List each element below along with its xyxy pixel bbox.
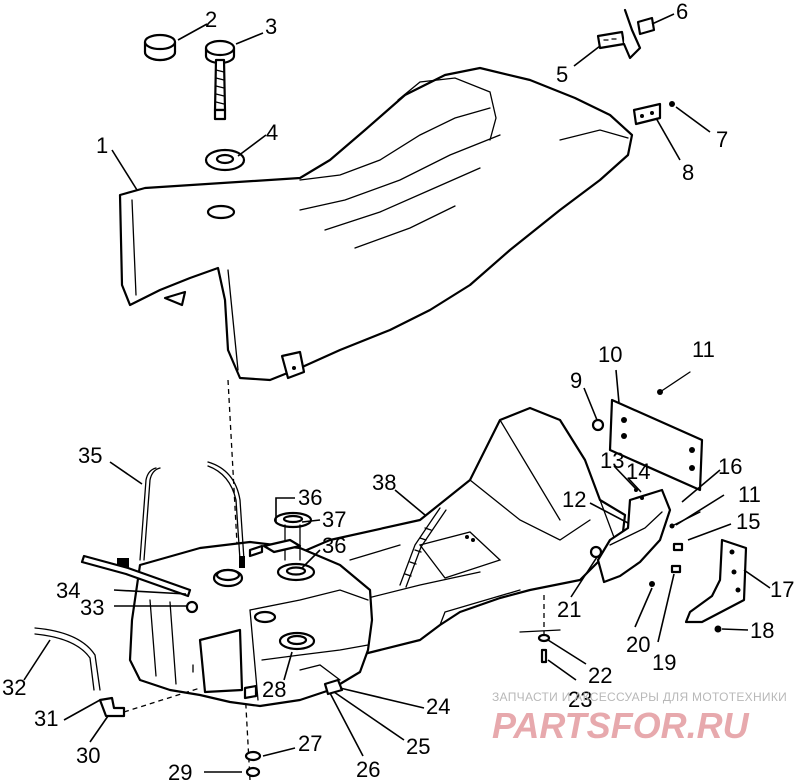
callout-24: 24 — [426, 694, 450, 719]
mounting-plate-10 — [608, 398, 704, 492]
pump-fuel-line — [34, 627, 201, 718]
callout-2: 2 — [205, 7, 217, 32]
callout-8: 8 — [682, 160, 694, 185]
nut-9 — [591, 418, 605, 432]
fuel-tank — [128, 511, 374, 708]
callout-11-lower: 11 — [738, 482, 761, 507]
watermark: ЗАПЧАСТИ И АКСЕССУАРЫ ДЛЯ МОТОТЕХНИКИ PA… — [492, 690, 787, 746]
callout-18: 18 — [750, 618, 774, 643]
watermark-logo: PARTSFOR.RU — [492, 705, 750, 746]
screw-7 — [669, 101, 675, 107]
callout-37: 37 — [322, 507, 346, 532]
fuel-cap — [143, 33, 177, 62]
seat-bracket — [632, 102, 662, 126]
fuel-line — [399, 507, 447, 588]
callout-16: 16 — [718, 454, 742, 479]
strap — [80, 554, 192, 598]
callout-14: 14 — [626, 459, 650, 484]
callout-30: 30 — [76, 743, 100, 768]
callout-9: 9 — [570, 368, 582, 393]
grommet — [204, 148, 246, 172]
callout-25: 25 — [406, 734, 430, 759]
callout-34: 34 — [56, 578, 80, 603]
callout-22: 22 — [588, 663, 612, 688]
callout-23: 23 — [568, 687, 592, 712]
callout-15: 15 — [736, 509, 760, 534]
callout-17: 17 — [770, 577, 794, 602]
leader-lines — [23, 13, 771, 773]
fuel-cap-with-gauge — [204, 39, 236, 121]
callout-5: 5 — [556, 62, 568, 87]
callout-33: 33 — [80, 595, 104, 620]
callout-7: 7 — [716, 127, 728, 152]
callout-11-upper: 11 — [692, 337, 715, 362]
side-plate — [684, 538, 748, 624]
callout-3: 3 — [265, 14, 277, 39]
callout-35: 35 — [78, 443, 102, 468]
vent-hoses — [117, 461, 245, 568]
callout-12: 12 — [562, 487, 586, 512]
callout-21: 21 — [557, 597, 581, 622]
callout-19: 19 — [652, 650, 676, 675]
callout-36-lower: 36 — [322, 533, 346, 558]
callout-27: 27 — [298, 731, 322, 756]
callout-6: 6 — [676, 0, 688, 24]
callout-28: 28 — [262, 677, 286, 702]
rear-bracket — [596, 488, 672, 584]
callout-4: 4 — [266, 120, 278, 145]
callout-38: 38 — [372, 470, 396, 495]
seat-latch-hook — [622, 8, 656, 60]
callout-29: 29 — [168, 760, 192, 783]
callout-31: 31 — [34, 706, 58, 731]
callout-1: 1 — [96, 133, 108, 158]
seat-latch-plate — [596, 30, 626, 50]
bolt-11-upper — [657, 371, 691, 395]
callout-20: 20 — [626, 632, 650, 657]
callout-10: 10 — [598, 342, 622, 367]
callout-26: 26 — [356, 757, 380, 782]
callout-36-upper: 36 — [298, 485, 322, 510]
seat-assembly — [118, 66, 634, 781]
callout-13: 13 — [600, 448, 624, 473]
callout-32: 32 — [2, 675, 26, 700]
fasteners — [244, 511, 722, 778]
watermark-tagline: ЗАПЧАСТИ И АКСЕССУАРЫ ДЛЯ МОТОТЕХНИКИ — [492, 690, 787, 704]
